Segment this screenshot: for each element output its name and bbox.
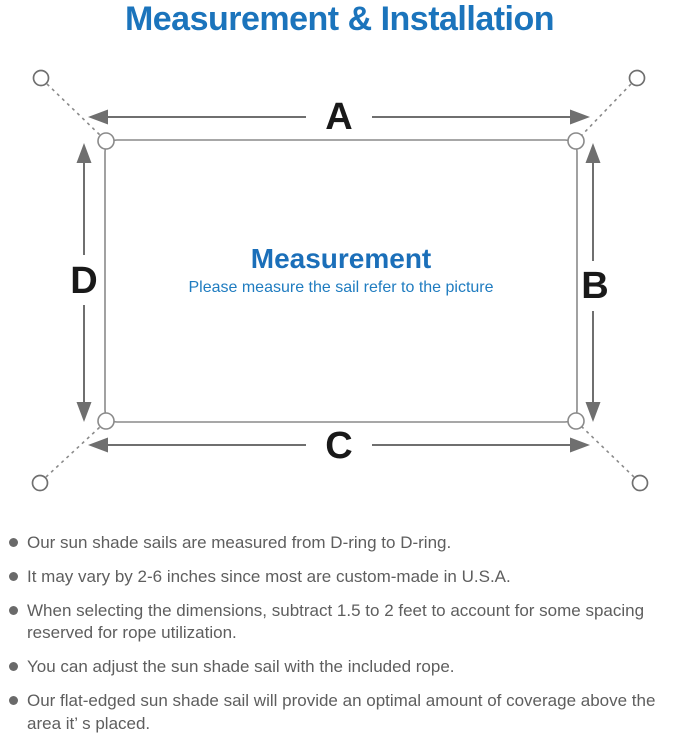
diagram-center-title: Measurement — [250, 243, 432, 274]
anchor-point-bottom-left-icon — [31, 474, 49, 492]
anchor-rope-top-left-icon — [46, 83, 102, 137]
dimension-label-c: C — [325, 425, 353, 467]
anchor-rope-bottom-right-icon — [580, 425, 635, 478]
d-ring-top-left-icon — [97, 132, 115, 150]
bullet-icon — [9, 606, 18, 616]
dimension-arrow-c-icon — [88, 437, 590, 453]
anchor-point-top-right-icon — [628, 69, 646, 87]
dimension-label-a: A — [325, 96, 353, 138]
d-ring-bottom-right-icon — [567, 412, 585, 430]
diagram-canvas — [31, 69, 649, 492]
bullet-icon — [9, 538, 18, 547]
note-text: You can adjust the sun shade sail with t… — [27, 657, 455, 677]
measurement-diagram: A B C D Measurement Please measure the s… — [31, 69, 649, 492]
anchor-rope-bottom-left-icon — [45, 425, 102, 478]
note-text: Our sun shade sails are measured from D-… — [27, 533, 452, 552]
anchor-points — [31, 69, 649, 492]
note-item: You can adjust the sun shade sail with t… — [9, 656, 674, 678]
dimension-label-d: D — [70, 260, 98, 302]
dimension-arrow-d-icon — [76, 143, 92, 422]
note-item: When selecting the dimensions, subtract … — [9, 600, 674, 644]
note-item: Our flat-edged sun shade sail will provi… — [9, 690, 674, 734]
anchor-point-top-left-icon — [32, 69, 50, 87]
dimension-arrow-b-icon — [585, 143, 601, 422]
bullet-icon — [9, 662, 18, 672]
notes-list: Our sun shade sails are measured from D-… — [9, 532, 674, 747]
anchor-rope-top-right-icon — [580, 83, 632, 137]
note-item: It may vary by 2-6 inches since most are… — [9, 566, 674, 588]
anchor-rope-lines — [45, 83, 635, 478]
d-rings — [97, 132, 585, 430]
diagram-center-caption: Please measure the sail refer to the pic… — [188, 279, 494, 296]
note-text: When selecting the dimensions, subtract … — [27, 601, 645, 643]
d-ring-bottom-left-icon — [97, 412, 115, 430]
d-ring-top-right-icon — [567, 132, 585, 150]
sail-outline — [104, 139, 578, 423]
note-text: It may vary by 2-6 inches since most are… — [27, 567, 511, 587]
anchor-point-bottom-right-icon — [631, 474, 649, 492]
page-title: Measurement & Installation — [124, 0, 555, 38]
dimension-arrow-a-icon — [88, 109, 590, 125]
note-item: Our sun shade sails are measured from D-… — [9, 532, 674, 554]
bullet-icon — [9, 696, 18, 706]
note-text: Our flat-edged sun shade sail will provi… — [27, 691, 656, 733]
bullet-icon — [9, 572, 18, 582]
dimension-label-b: B — [581, 265, 609, 307]
